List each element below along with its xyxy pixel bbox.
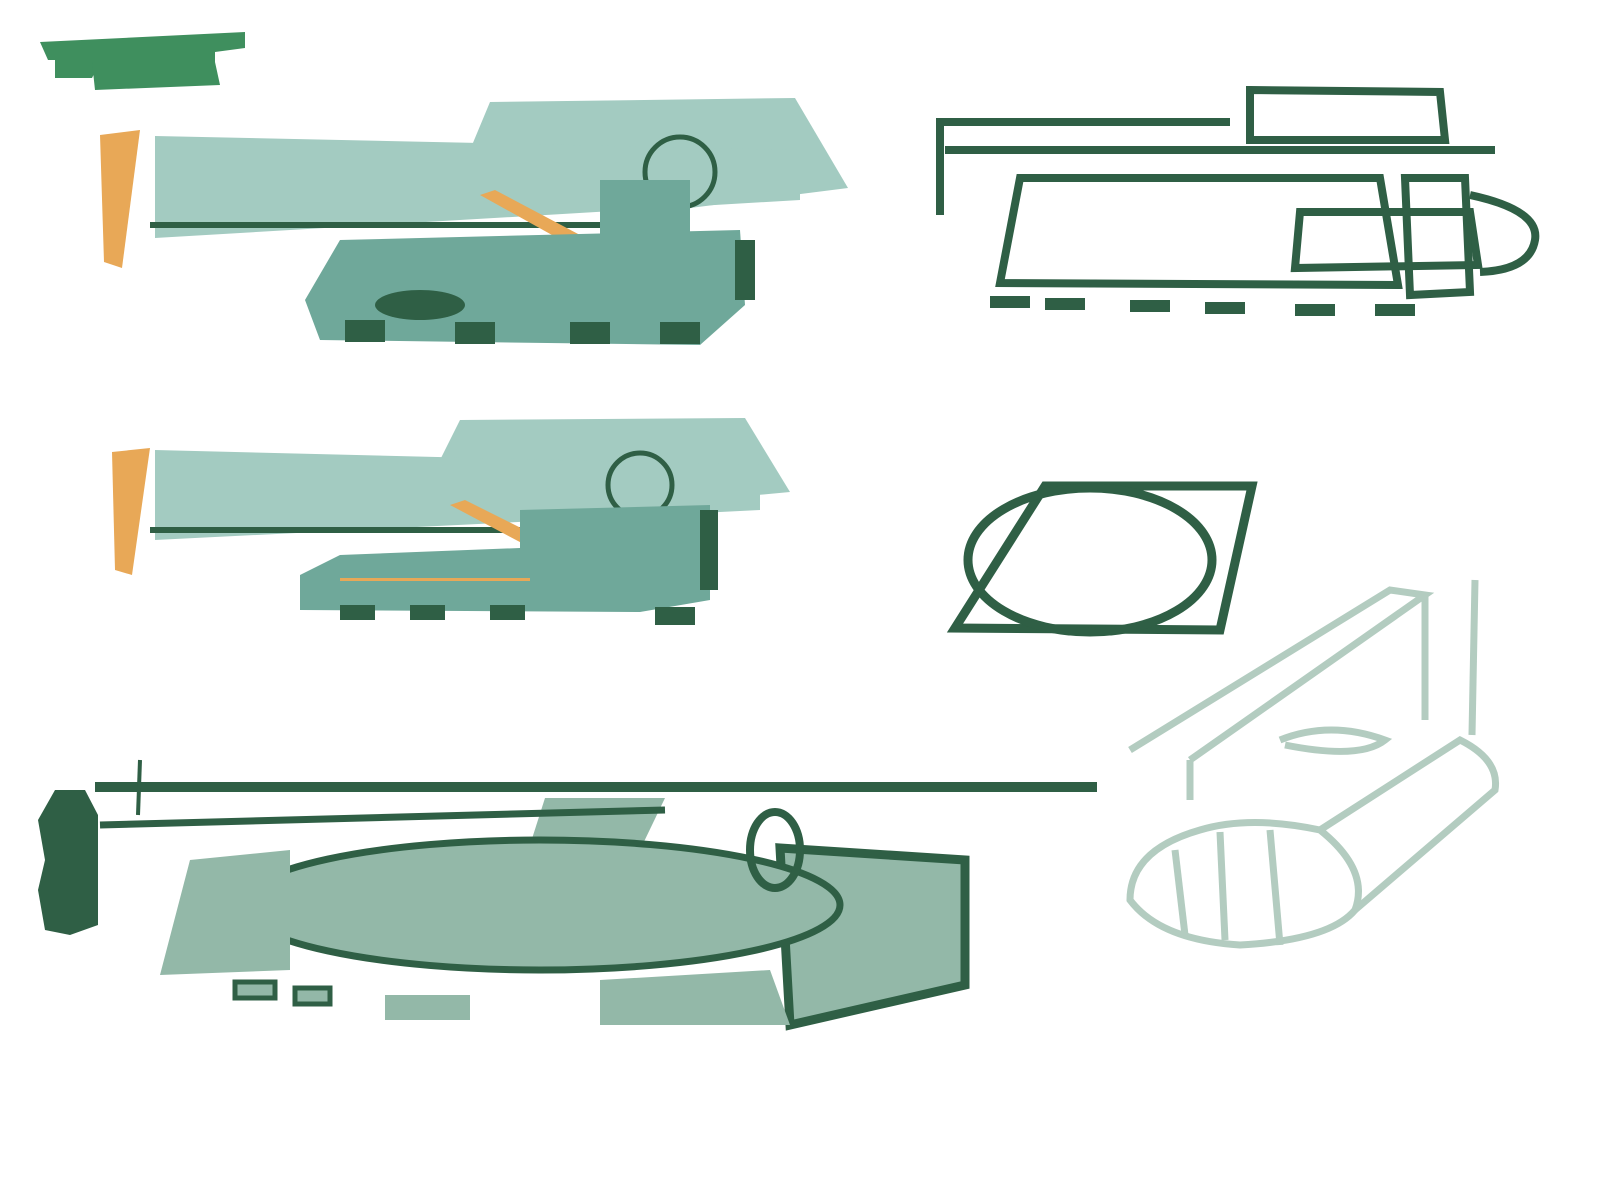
pivot-ring: [746, 808, 804, 892]
capsule-perspective-sketch: [1126, 579, 1500, 949]
thumbnail-silhouette: [40, 32, 245, 90]
treads: [340, 605, 695, 625]
boom: [155, 136, 800, 238]
boom-rail: [150, 222, 620, 228]
crane-vehicle-1: [100, 98, 848, 345]
stripe: [340, 578, 530, 581]
front-cap: [38, 790, 98, 935]
rear-box: [775, 843, 970, 1031]
hull-window: [375, 290, 465, 320]
outline-treads: [990, 296, 1415, 316]
crane-vehicle-2: [112, 418, 790, 625]
hull: [300, 505, 710, 612]
outline-sketch-top-right: [936, 85, 1540, 300]
boom-rail: [150, 527, 590, 533]
large-hull-sketch: [38, 759, 1097, 1031]
hydraulic-arm: [480, 190, 580, 245]
treads: [345, 320, 700, 344]
ellipse-frame-sketch: [946, 481, 1258, 637]
top-rail: [95, 782, 1097, 792]
boom-tip-pad: [100, 130, 140, 268]
cab: [600, 180, 690, 250]
boom-tip-pad: [112, 448, 150, 575]
engine: [700, 510, 718, 590]
engine: [735, 240, 755, 300]
